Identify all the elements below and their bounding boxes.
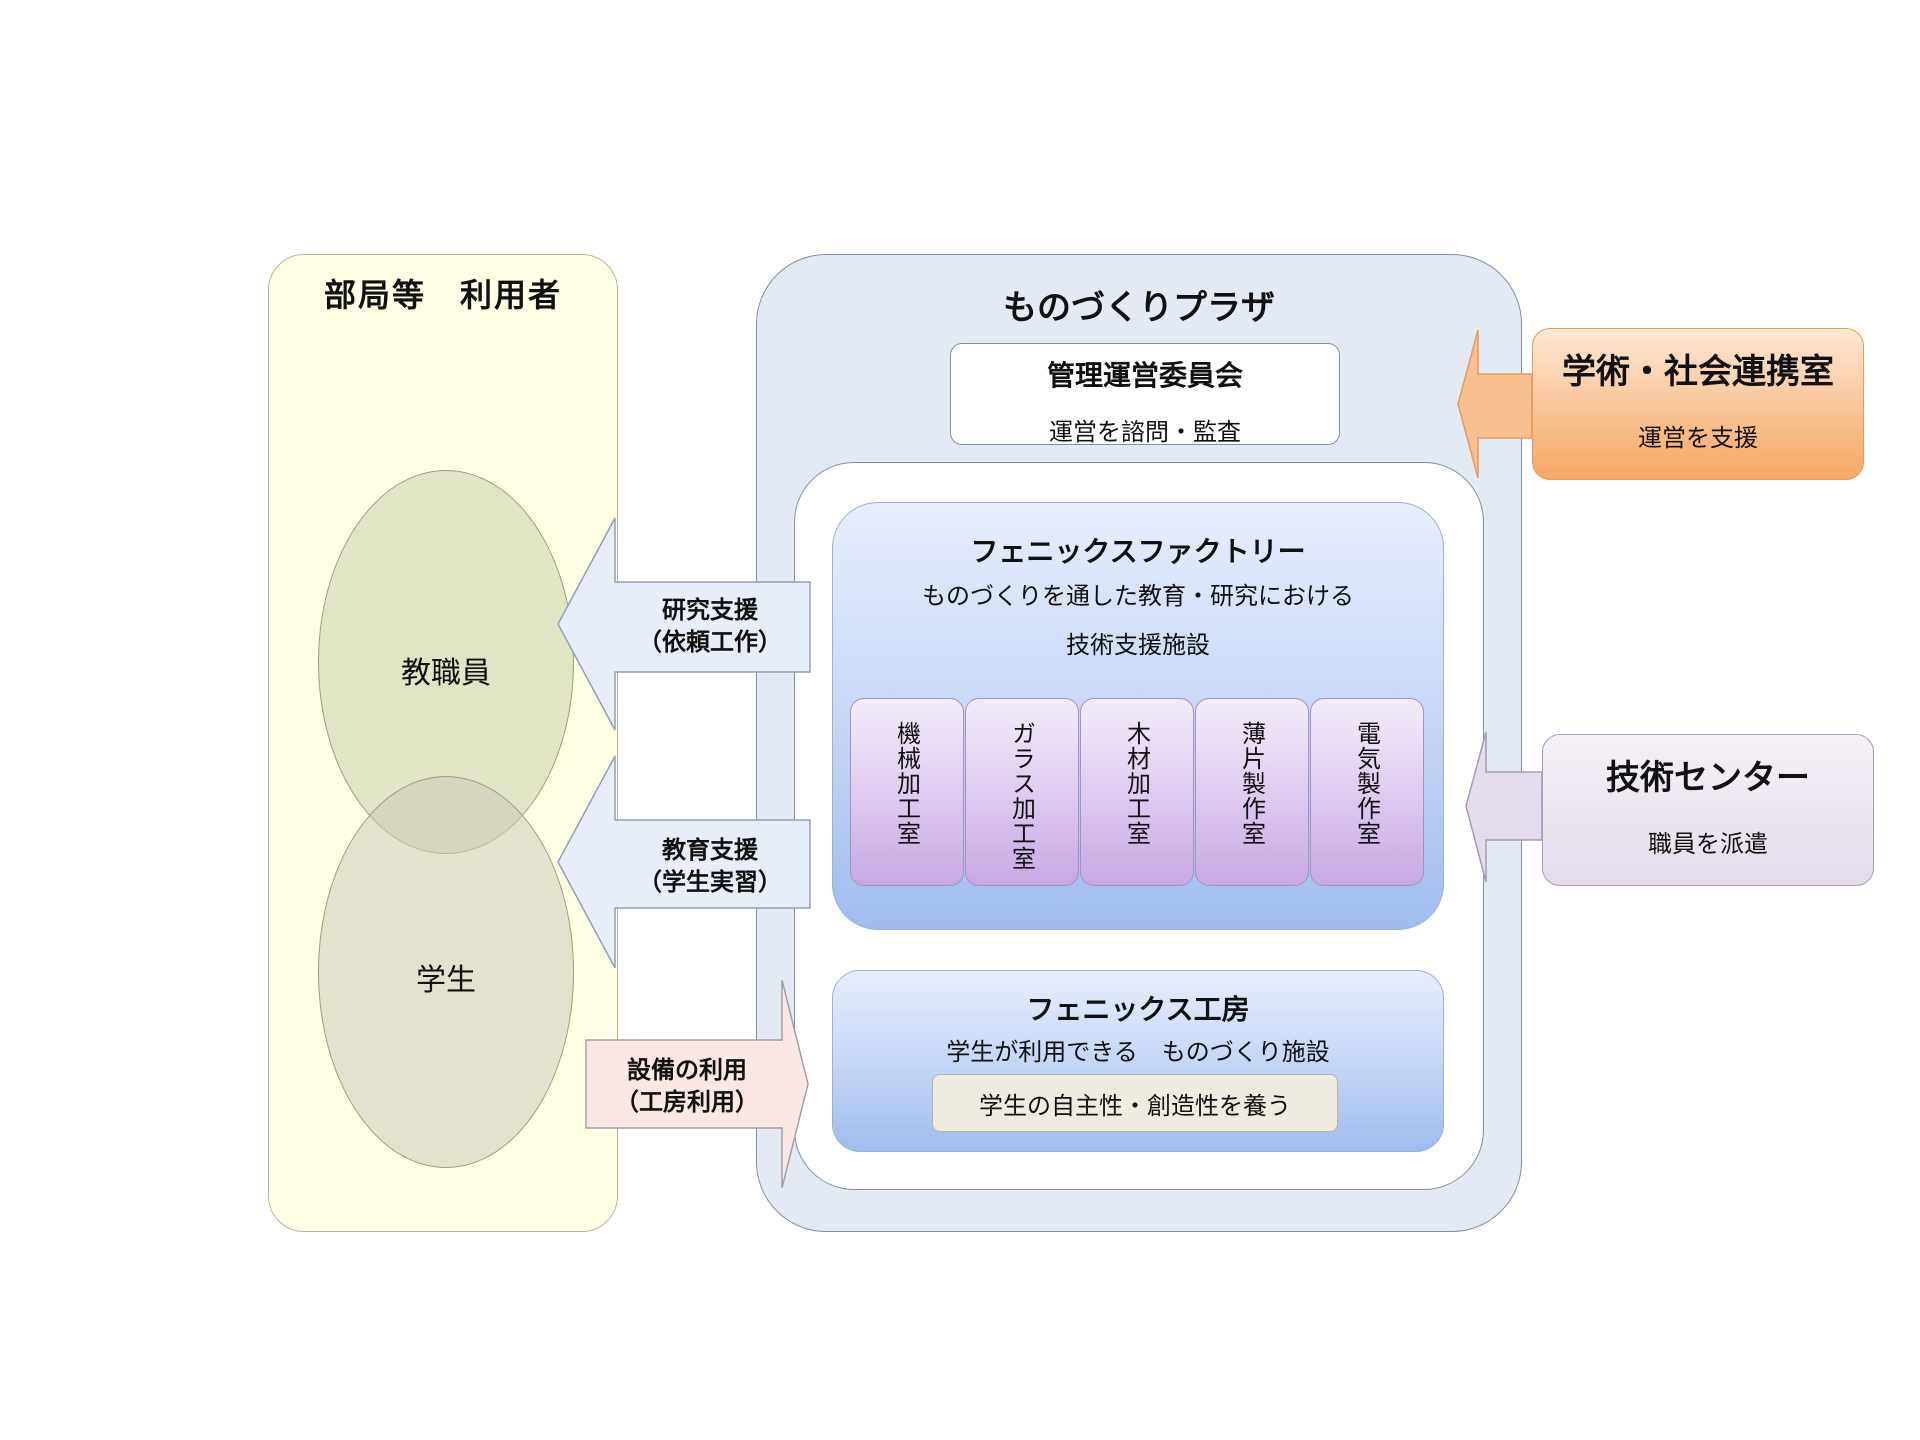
kobo-title: フェニックス工房: [1026, 993, 1250, 1026]
research-label-line2: （依頼工作）: [638, 628, 782, 656]
room-thin-section: 薄片製作室: [1195, 698, 1309, 886]
room-label: 機械加工室: [892, 721, 921, 846]
kobo-sub-box: 学生の自主性・創造性を養う: [932, 1074, 1338, 1132]
committee-title: 管理運営委員会: [1046, 359, 1243, 392]
coop-office-box: [1532, 328, 1864, 480]
factory-title: フェニックスファクトリー: [970, 535, 1306, 568]
factory-desc-line1: ものづくりを通した教育・研究における: [922, 582, 1354, 610]
coop-office-desc: 運営を支援: [1638, 424, 1758, 452]
coop-office-title: 学術・社会連携室: [1562, 352, 1834, 392]
tech-center-box: [1542, 734, 1874, 886]
faculty-label: 教職員: [401, 656, 491, 691]
room-machining: 機械加工室: [850, 698, 964, 886]
tech-center-desc: 職員を派遣: [1648, 830, 1768, 858]
student-label: 学生: [416, 963, 476, 998]
committee-desc: 運営を諮問・監査: [1049, 418, 1241, 446]
room-electrical: 電気製作室: [1310, 698, 1424, 886]
research-support-arrow: [557, 517, 811, 731]
equipment-arrow-label: 設備の利用 （工房利用）: [592, 1054, 782, 1118]
tech-center-title: 技術センター: [1606, 758, 1810, 798]
room-label: ガラス加工室: [1007, 721, 1036, 871]
coop-support-arrow: [1457, 329, 1533, 479]
users-title: 部局等 利用者: [323, 276, 562, 314]
kobo-desc: 学生が利用できる ものづくり施設: [946, 1038, 1330, 1066]
room-label: 薄片製作室: [1237, 721, 1266, 846]
room-wood: 木材加工室: [1080, 698, 1194, 886]
equipment-label-line1: 設備の利用: [627, 1056, 747, 1084]
plaza-title: ものづくりプラザ: [1003, 288, 1275, 328]
equipment-label-line2: （工房利用）: [615, 1088, 759, 1116]
student-ellipse: [318, 776, 574, 1168]
factory-desc-line2: 技術支援施設: [1066, 631, 1210, 659]
room-label: 木材加工室: [1122, 721, 1151, 846]
tech-dispatch-arrow: [1465, 731, 1543, 883]
education-arrow-label: 教育支援 （学生実習）: [615, 834, 805, 898]
education-label-line1: 教育支援: [662, 836, 758, 864]
room-glass: ガラス加工室: [965, 698, 1079, 886]
education-label-line2: （学生実習）: [638, 868, 782, 896]
equipment-use-arrow: [585, 979, 809, 1189]
research-label-line1: 研究支援: [662, 596, 758, 624]
committee-box: [950, 343, 1340, 445]
room-label: 電気製作室: [1352, 721, 1381, 846]
education-support-arrow: [557, 755, 811, 969]
research-arrow-label: 研究支援 （依頼工作）: [615, 594, 805, 658]
